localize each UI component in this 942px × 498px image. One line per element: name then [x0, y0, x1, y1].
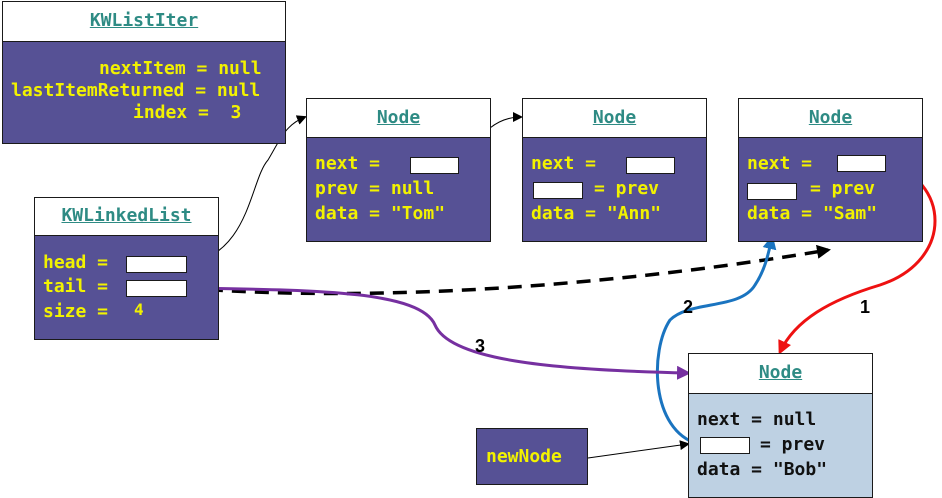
node-ann-title: Node: [523, 99, 706, 138]
node-tom-title: Node: [307, 99, 490, 138]
kwlinkedlist-body: head = tail = size = 4: [35, 236, 218, 339]
node-sam-next-label: next =: [747, 153, 813, 174]
node-bob-next-field: next = null: [697, 409, 817, 430]
node-tom-body: next = prev = null data = "Tom": [307, 138, 490, 241]
node-ann-prev-slot: [533, 182, 583, 199]
node-tom-data-field: data = "Tom": [315, 203, 446, 224]
node-ann-prev-label: = prev: [594, 178, 660, 199]
node-bob-body: next = null = prev data = "Bob": [689, 394, 872, 497]
node-bob-prev-slot: [700, 437, 750, 454]
kwlistiter-title: KWListIter: [3, 2, 285, 42]
tail-field-label: tail =: [43, 276, 109, 297]
tail-old-pointer-arrow: [185, 244, 831, 296]
last-item-returned-field: lastItemReturned = null: [11, 80, 261, 101]
node-ann-body: next = = prev data = "Ann": [523, 138, 706, 241]
node-sam-next-slot: [837, 155, 886, 172]
node-ann-next-slot: [626, 157, 675, 174]
kwlistiter-body: nextItem = null lastItemReturned = null …: [3, 42, 285, 143]
node-sam-box: Node next = = prev data = "Sam": [738, 98, 923, 242]
tail-pointer-slot: [126, 280, 187, 297]
newnode-box: newNode: [476, 428, 588, 485]
newnode-pointer-arrow: [587, 440, 690, 459]
head-pointer-arrow: [185, 115, 307, 265]
step-1-label: 1: [860, 297, 871, 317]
kwlistiter-box: KWListIter nextItem = null lastItemRetur…: [2, 1, 286, 144]
step3-arrow: [185, 286, 691, 380]
kwlinkedlist-title: KWLinkedList: [35, 198, 218, 236]
step2-arrow: [655, 235, 777, 446]
node-sam-body: next = = prev data = "Sam": [739, 138, 922, 241]
node-sam-prev-slot: [747, 183, 797, 200]
node-sam-prev-label: = prev: [810, 178, 876, 199]
step1-arrow: [778, 160, 937, 355]
node-bob-prev-label: = prev: [760, 434, 826, 455]
node-bob-data-field: data = "Bob": [697, 459, 828, 480]
node-sam-data-field: data = "Sam": [747, 203, 878, 224]
node-sam-title: Node: [739, 99, 922, 138]
node-ann-data-field: data = "Ann": [531, 203, 662, 224]
node-bob-box: Node next = null = prev data = "Bob": [688, 353, 873, 498]
size-field-value: 4: [134, 300, 144, 319]
index-field: index = 3: [133, 102, 242, 123]
node-ann-next-label: next =: [531, 153, 597, 174]
step-3-label: 3: [475, 336, 486, 356]
kwlinkedlist-box: KWLinkedList head = tail = size = 4: [34, 197, 219, 340]
node-tom-prev-field: prev = null: [315, 178, 435, 199]
node-ann-box: Node next = = prev data = "Ann": [522, 98, 707, 242]
node-tom-next-label: next =: [315, 153, 381, 174]
next-item-field: nextItem = null: [99, 58, 262, 79]
node-tom-box: Node next = prev = null data = "Tom": [306, 98, 491, 242]
head-pointer-slot: [126, 256, 187, 273]
node-tom-next-slot: [410, 157, 459, 174]
head-field-label: head =: [43, 252, 109, 273]
node-bob-title: Node: [689, 354, 872, 394]
size-field-label: size =: [43, 301, 109, 322]
step-2-label: 2: [683, 297, 694, 317]
newnode-label: newNode: [486, 446, 562, 467]
